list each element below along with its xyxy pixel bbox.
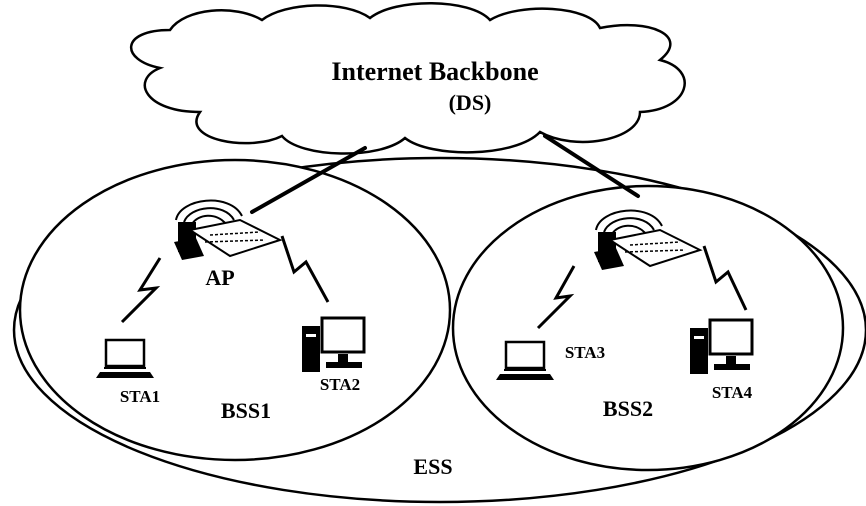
ap-label: AP: [205, 265, 234, 290]
bss1-label: BSS1: [221, 398, 271, 423]
bss2-label: BSS2: [603, 396, 653, 421]
wireless-router-icon: [594, 209, 703, 270]
bss2-ellipse: [451, 184, 845, 472]
desktop-computer-icon: [690, 318, 754, 374]
station-label-sta3: STA3: [565, 343, 605, 362]
ds-link-ap1: [250, 146, 367, 214]
lightning-bolt-icon: [536, 265, 576, 330]
ds-link-ap2: [543, 134, 640, 198]
ess-label: ESS: [413, 454, 452, 479]
cloud-icon: [129, 2, 686, 155]
station-label-sta1: STA1: [120, 387, 160, 406]
cloud-subtitle: (DS): [449, 90, 492, 115]
station-label-sta2: STA2: [320, 375, 360, 394]
bss1-ellipse: [18, 158, 452, 462]
lightning-bolt-icon: [120, 257, 162, 324]
laptop-icon: [96, 338, 154, 378]
lightning-bolt-icon: [702, 245, 748, 311]
lightning-bolt-icon: [280, 235, 330, 303]
laptop-icon: [496, 340, 554, 380]
cloud-title: Internet Backbone: [331, 57, 538, 86]
wireless-router-icon: [174, 199, 283, 260]
desktop-computer-icon: [302, 316, 366, 372]
station-label-sta4: STA4: [712, 383, 753, 402]
